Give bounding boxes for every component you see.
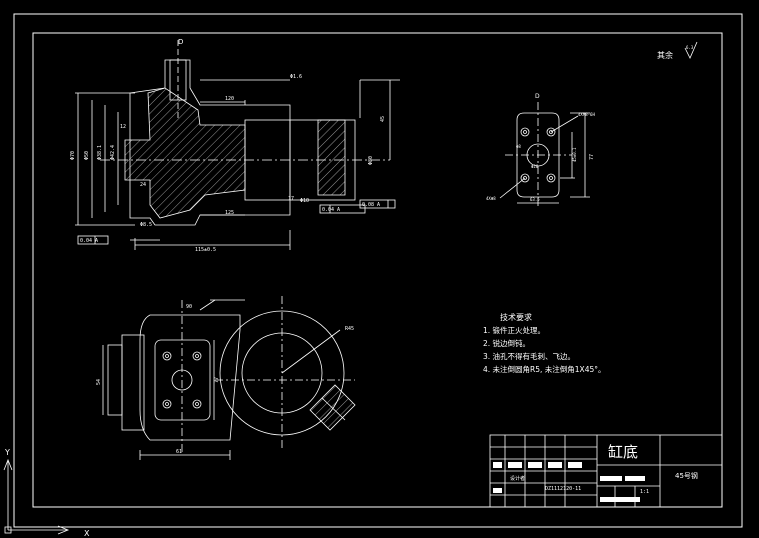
dim-detail-5: 63.5 [530,197,540,202]
surface-finish-symbol-icon [684,41,698,59]
front-section-view [75,40,400,250]
plan-view-labels: 54 77 61 R45 90 [96,304,354,455]
dim-front-9: Φ80 [368,156,374,165]
material-label: 45号钢 [675,471,698,480]
section-hatch-area [124,87,246,219]
dim-front-13: 0.04 A [322,207,340,213]
dim-front-7: 120 [225,96,234,102]
outer-sheet-border [13,13,743,528]
drawing-title: 缸底 [608,443,638,461]
designer-label: 设计者 [510,475,525,482]
scale-label: 1:1 [640,489,649,495]
detail-mark-d: D [535,93,540,100]
dim-plan-4: 90 [186,304,192,310]
plan-view [102,296,356,460]
tech-req-item-2: 2. 锐边倒钝。 [483,338,530,348]
ucs-axis-icon [3,458,70,535]
detail-view-d [499,102,590,208]
detail-view-labels: D 4XM8-6H Φ8 Φ20 77 45±0.1 63.5 4XΦ8 [486,93,595,202]
dim-front-6: 17 [288,196,294,202]
dim-front-1: Φ50 [84,151,90,160]
dim-plan-1: 77 [214,377,220,383]
dim-plan-2: 61 [176,449,182,455]
dim-front-15: Φ1.6 [290,74,302,80]
dim-detail-4: 45±0.1 [572,147,577,162]
dim-front-3: Φ42.4 [110,145,116,160]
front-view-dimension-labels: D Φ70 Φ50 Φ38.1 Φ42.4 12 24 17 120 125 Φ… [70,38,386,253]
dim-front-12: 0.04 A [80,238,98,244]
surface-finish-label: 其余 [657,50,673,60]
dim-front-16: Φ10 [300,198,309,204]
dim-plan-3: R45 [345,326,354,332]
dim-front-0: Φ70 [70,151,76,160]
dim-front-4: 12 [120,124,126,130]
dim-front-2: Φ38.1 [97,145,103,160]
ucs-x-label: X [84,529,90,538]
dim-detail-6: 4XΦ8 [486,196,496,201]
dim-front-14: 0.08 A [362,202,380,208]
dim-front-11: Φ8.5 [140,222,152,228]
tech-req-item-3: 3. 油孔不得有毛刺、飞边。 [483,351,575,361]
tech-req-heading: 技术要求 [500,312,532,322]
hatch-flange-right [317,119,346,196]
ucs-y-label: Y [4,448,10,457]
inner-drawing-frame [32,32,723,508]
dim-front-5: 24 [140,182,146,188]
dim-detail-3: 77 [589,154,595,160]
surface-finish-value: 6.3 [686,45,694,50]
dim-detail-2: Φ20 [531,164,539,169]
tech-req-item-1: 1. 锻件正火处理。 [483,325,545,335]
dim-detail-0: 4XM8-6H [578,112,595,117]
dim-plan-0: 54 [96,379,102,385]
section-mark-d: D [178,38,183,46]
surface-finish-note: 其余 6.3 [657,41,698,60]
dim-front-10: 45 [380,116,386,122]
title-block-text: 缸底 45号钢 1:1 DZ1112120-11 设计者 [510,443,698,495]
tech-req-item-4: 4. 未注倒圆角R5, 未注倒角1X45°。 [483,364,606,374]
dim-front-8: 125 [225,210,234,216]
dim-front-17: 115±0.5 [195,247,216,253]
dim-detail-1: Φ8 [516,144,521,149]
title-block-fills [493,462,645,502]
technical-requirements: 技术要求 1. 锻件正火处理。 2. 锐边倒钝。 3. 油孔不得有毛刺、飞边。 … [483,312,606,374]
drawing-number: DZ1112120-11 [545,486,581,492]
title-block [489,434,723,508]
